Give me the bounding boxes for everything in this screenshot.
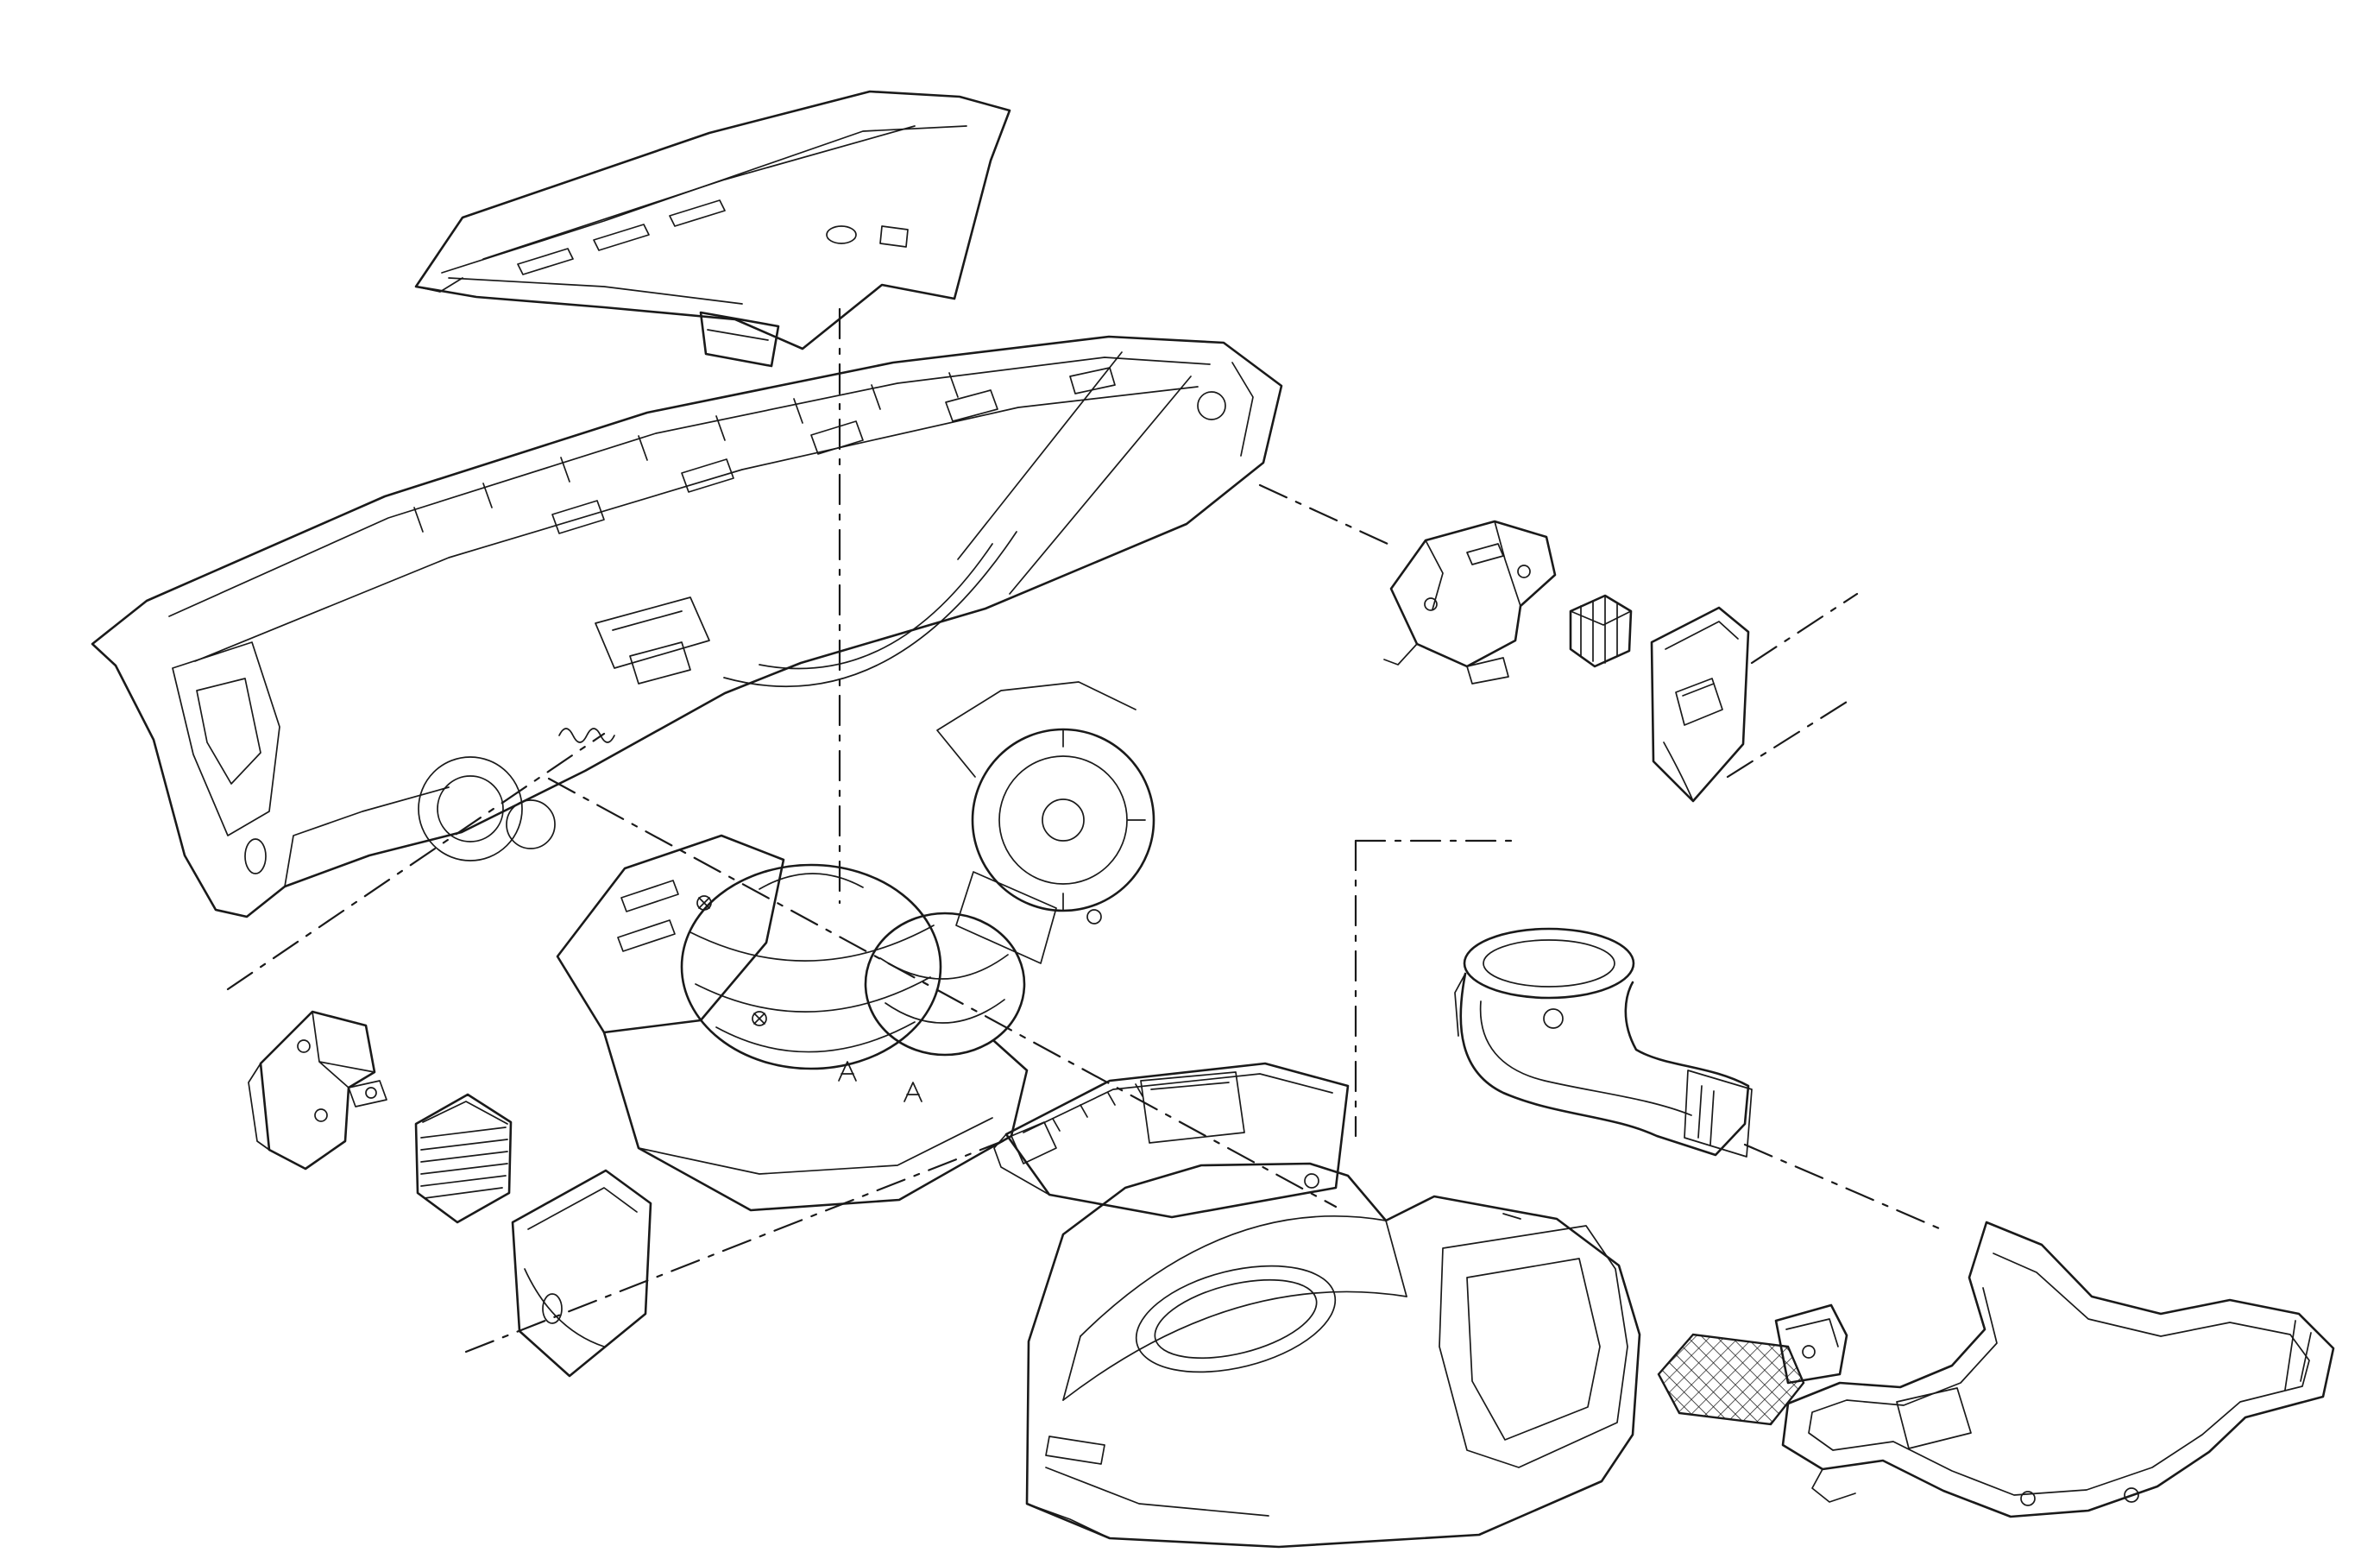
cowl-top-vent-panel [414, 90, 1011, 368]
rear-floor-air-duct [1781, 1221, 2335, 1518]
defroster-duct [1383, 520, 1557, 685]
under-dash-duct-tray [993, 1062, 1350, 1219]
left-end-trim-panel [511, 1169, 652, 1378]
rear-duct-bracket [1774, 1303, 1848, 1385]
speaker-grille [1657, 1333, 1805, 1426]
duct-connector-block [1569, 594, 1633, 668]
right-end-trim-panel [1650, 606, 1750, 803]
hvac-heater-blower-module [556, 681, 1155, 1212]
instrument-panel-carrier-frame [91, 335, 1283, 918]
left-side-vent-grille [414, 1093, 513, 1224]
instrument-panel-pad [1025, 1162, 1641, 1549]
assembly-centerlines [226, 307, 1947, 1354]
left-mounting-bracket [248, 1010, 387, 1171]
center-floor-air-duct [1454, 927, 1753, 1158]
